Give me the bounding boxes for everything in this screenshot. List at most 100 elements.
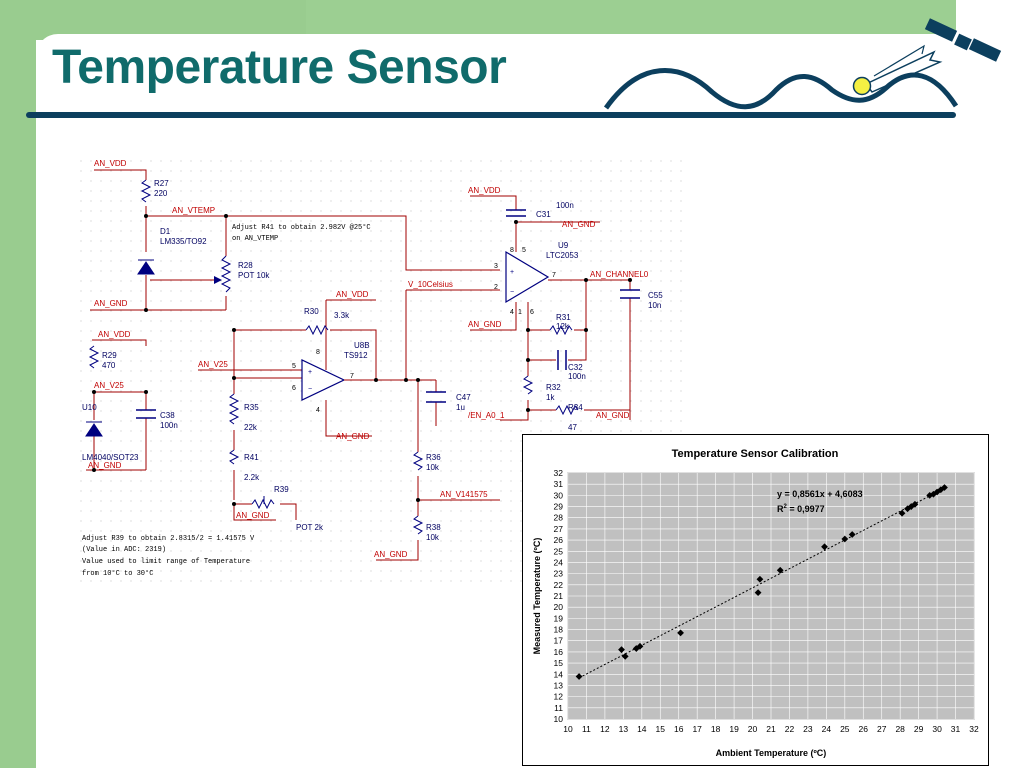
header-band-right [306,0,956,40]
part-value: 1u [456,403,465,412]
net-label: AN_V25 [198,360,228,369]
net-label: AN_GND [562,220,596,229]
part-ref: R38 [426,523,441,532]
satellite-icon [924,18,1002,62]
y-tick-label: 24 [554,557,564,567]
satellite-wave-logo [603,18,1002,110]
x-tick-label: 19 [729,724,739,734]
part-ref: C31 [536,210,551,219]
part-ref: R34 [568,403,583,412]
trendline-equation: y = 0,8561x + 4,6083 [777,489,863,499]
net-label: AN_VDD [336,290,369,299]
y-tick-label: 27 [554,524,564,534]
y-tick-label: 29 [554,502,564,512]
svg-text:−: − [510,289,514,296]
x-tick-label: 13 [619,724,629,734]
r-squared-exponent: 2 [784,504,788,510]
net-label: AN_GND [374,550,408,559]
net-label: AN_VDD [468,186,501,195]
svg-text:+: + [308,369,312,376]
x-tick-label: 15 [656,724,666,734]
data-points [575,484,948,680]
part-value: TS912 [344,351,368,360]
net-label: AN_GND [336,432,370,441]
pin-number: 8 [316,349,320,356]
y-tick-label: 12 [554,692,564,702]
x-tick-label: 27 [877,724,887,734]
x-tick-label: 12 [600,724,610,734]
net-label: V_10Celsius [408,280,453,289]
part-value: LTC2053 [546,251,579,260]
y-tick-label: 23 [554,569,564,579]
x-tick-label: 31 [951,724,961,734]
net-label: AN_VTEMP [172,206,215,215]
y-tick-label: 28 [554,513,564,523]
part-ref: R36 [426,453,441,462]
net-label: AN_GND [236,511,270,520]
adjust-note: Adjust R39 to obtain 2.8315/2 = 1.41575 … [82,535,255,543]
part-value: 10k [426,463,440,472]
part-ref: R27 [154,179,169,188]
part-ref: C55 [648,291,663,300]
x-tick-label: 21 [766,724,776,734]
part-value: 22k [244,423,258,432]
data-point-marker [621,652,629,660]
y-axis-label: Measured Temperature (ºC) [532,538,542,655]
x-tick-label: 10 [563,724,573,734]
part-value: POT 10k [238,271,270,280]
part-ref: C38 [160,411,175,420]
y-tick-label: 19 [554,613,564,623]
part-value: 100n [160,421,178,430]
y-tick-label: 32 [554,468,564,478]
x-tick-label: 20 [748,724,758,734]
title-underline [26,112,956,118]
pin-number: 7 [552,272,556,279]
data-point-marker [848,531,856,538]
r-squared-value: = 0,9977 [787,504,825,514]
part-ref: R30 [304,307,319,316]
x-tick-label: 14 [637,724,647,734]
part-value: 1k [546,393,555,402]
adjust-note: (Value in ADC: 2319) [82,546,166,554]
part-ref: R35 [244,403,259,412]
pin-number: 8 [510,247,514,254]
part-value: 100n [556,201,574,210]
net-label: AN_GND [94,299,128,308]
y-tick-label: 17 [554,636,564,646]
data-point-marker [677,629,684,637]
part-ref: R28 [238,261,253,270]
x-tick-label: 17 [692,724,702,734]
x-tick-label: 30 [932,724,942,734]
sun-icon [852,76,872,96]
part-ref: R39 [274,485,289,494]
data-point-marker [618,646,625,654]
part-value: 470 [102,361,116,370]
part-value: 10k [426,533,440,542]
x-tick-label: 18 [711,724,721,734]
part-value: 47 [568,423,577,432]
y-tick-label: 26 [554,535,564,545]
net-label: AN_V25 [94,381,124,390]
net-label: AN_GND [468,320,502,329]
adjust-note: from 10°C to 30°C [82,569,153,578]
adjust-note: Adjust R41 to obtain 2.982V @25°C [232,223,371,232]
pin-number: 2 [494,284,498,291]
y-tick-label: 16 [554,647,564,657]
pin-number: 5 [522,247,526,254]
x-tick-label: 25 [840,724,850,734]
pin-number: 4 [316,407,320,414]
x-axis-label: Ambient Temperature (ºC) [716,748,827,758]
chart-title: Temperature Sensor Calibration [672,448,839,460]
net-label: AN_CHANNEL0 [590,270,649,279]
circuit-schematic: +− +− AN_VDD AN_VTEMP AN_GND AN_VDD AN_V… [80,152,690,582]
y-tick-label: 25 [554,546,564,556]
net-label: AN_VDD [98,330,131,339]
y-tick-label: 11 [554,703,563,713]
y-tick-label: 10 [554,714,564,724]
data-point-marker [632,645,640,652]
part-value: 100n [568,372,586,381]
pin-number: 5 [292,363,296,370]
data-point-marker [754,589,762,597]
y-tick-label: 21 [554,591,564,601]
